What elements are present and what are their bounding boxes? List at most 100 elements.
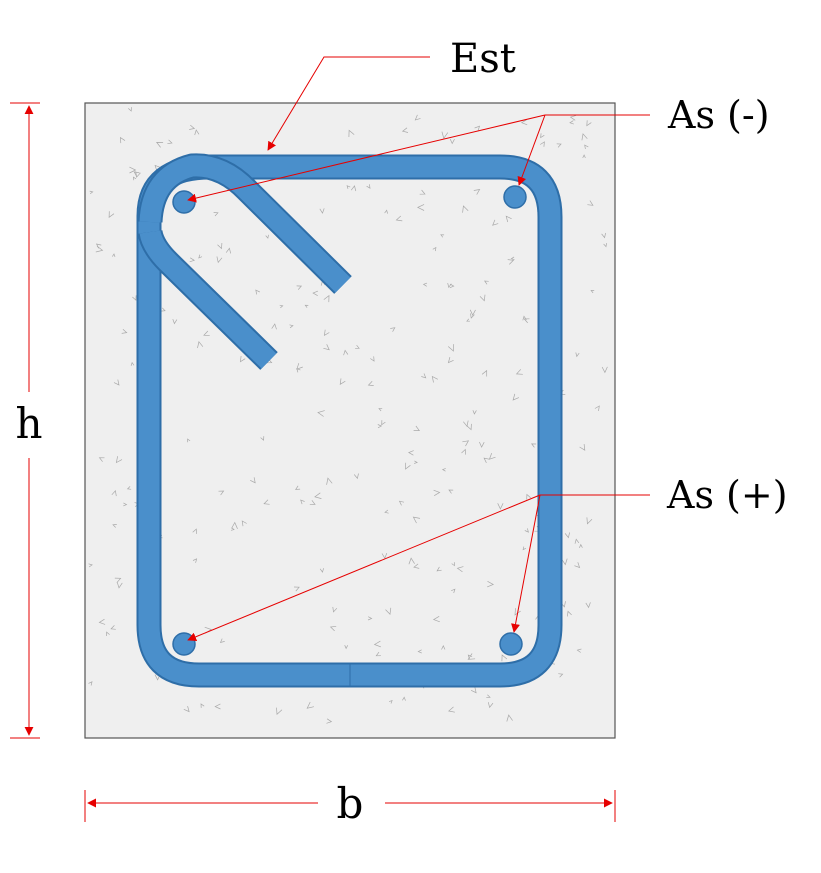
concrete-speck	[265, 234, 269, 239]
concrete-speck	[375, 651, 381, 657]
concrete-speck	[479, 294, 486, 302]
concrete-speck	[132, 176, 137, 181]
concrete-speck	[219, 638, 225, 644]
concrete-speck	[569, 115, 577, 121]
concrete-speck	[384, 209, 388, 214]
concrete-speck	[106, 631, 110, 637]
stirrup	[136, 153, 563, 688]
concrete-speck	[540, 133, 545, 139]
concrete-speck	[339, 378, 346, 385]
concrete-speck	[370, 356, 375, 362]
concrete-speck	[556, 143, 562, 148]
concrete-speck	[461, 448, 466, 455]
concrete-speck	[447, 283, 452, 288]
concrete-speck	[378, 407, 383, 412]
concrete-speck	[414, 460, 418, 464]
concrete-speck	[133, 171, 140, 177]
concrete-speck	[126, 486, 132, 490]
concrete-speck	[377, 424, 383, 429]
concrete-speck	[585, 602, 591, 609]
concrete-speck	[113, 379, 120, 386]
concrete-speck	[564, 532, 570, 539]
concrete-speck	[123, 502, 128, 507]
concrete-speck	[187, 438, 191, 443]
concrete-speck	[401, 127, 409, 133]
concrete-speck	[422, 282, 428, 287]
concrete-speck	[304, 304, 309, 308]
concrete-speck	[561, 558, 568, 566]
concrete-speck	[501, 654, 508, 662]
concrete-speck	[218, 490, 225, 496]
concrete-speck	[114, 577, 122, 583]
concrete-speck	[263, 499, 270, 505]
concrete-speck	[590, 290, 595, 294]
concrete-speck	[381, 552, 388, 559]
concrete-speck	[581, 133, 588, 141]
concrete-speck	[306, 701, 314, 709]
concrete-speck	[314, 492, 322, 499]
concrete-speck	[447, 344, 455, 352]
concrete-speck	[483, 457, 490, 463]
concrete-speck	[432, 615, 440, 623]
concrete-speck	[481, 369, 488, 377]
concrete-speck	[530, 443, 537, 448]
bar-bottom-right	[499, 632, 523, 656]
concrete-speck	[289, 324, 294, 329]
concrete-speck	[183, 706, 190, 713]
leader-est	[267, 56, 430, 151]
concrete-speck	[497, 503, 504, 510]
concrete-speck	[343, 349, 349, 356]
concrete-speck	[520, 119, 528, 126]
concrete-speck	[108, 211, 115, 219]
concrete-speck	[241, 520, 247, 527]
concrete-speck	[395, 215, 403, 222]
concrete-speck	[582, 154, 586, 159]
concrete-speck	[130, 361, 135, 366]
concrete-speck	[474, 125, 481, 132]
width-dimension	[84, 790, 616, 822]
concrete-speck	[255, 289, 260, 295]
concrete-speck	[217, 242, 223, 250]
concrete-speck	[472, 410, 477, 415]
concrete-speck	[111, 490, 117, 497]
concrete-speck	[98, 457, 105, 462]
concrete-speck	[309, 500, 316, 505]
concrete-speck	[441, 131, 449, 140]
concrete-speck	[112, 253, 116, 258]
concrete-speck	[419, 189, 426, 195]
concrete-speck	[540, 141, 545, 147]
leader-as-pos-1	[187, 494, 541, 642]
concrete-speck	[192, 558, 198, 563]
concrete-speck	[323, 344, 330, 351]
concrete-speck	[293, 586, 300, 592]
concrete-speck	[332, 606, 338, 613]
concrete-speck	[413, 563, 420, 569]
concrete-speck	[524, 528, 529, 533]
concrete-speck	[367, 381, 374, 386]
concrete-speck	[470, 313, 475, 319]
concrete-speck	[194, 129, 200, 136]
concrete-speck	[473, 189, 481, 195]
concrete-speck	[200, 703, 205, 708]
height-dimension	[10, 102, 40, 739]
concrete-speck	[319, 208, 325, 214]
concrete-speck	[250, 477, 256, 484]
concrete-speck	[510, 256, 515, 261]
concrete-speck	[135, 171, 141, 178]
concrete-speck	[346, 185, 351, 189]
concrete-speck	[128, 107, 132, 112]
concrete-speck	[579, 444, 586, 451]
leader-as-neg-2	[517, 114, 546, 186]
concrete-speck	[353, 473, 359, 480]
concrete-speck	[225, 247, 232, 254]
concrete-speck	[601, 366, 608, 374]
concrete-speck	[373, 640, 382, 648]
concrete-speck	[575, 352, 580, 358]
concrete-speck	[584, 144, 589, 150]
concrete-speck	[505, 215, 512, 223]
concrete-speck	[416, 204, 425, 211]
concrete-speck	[231, 521, 238, 529]
concrete-speck	[312, 290, 319, 297]
concrete-speck	[326, 718, 333, 724]
